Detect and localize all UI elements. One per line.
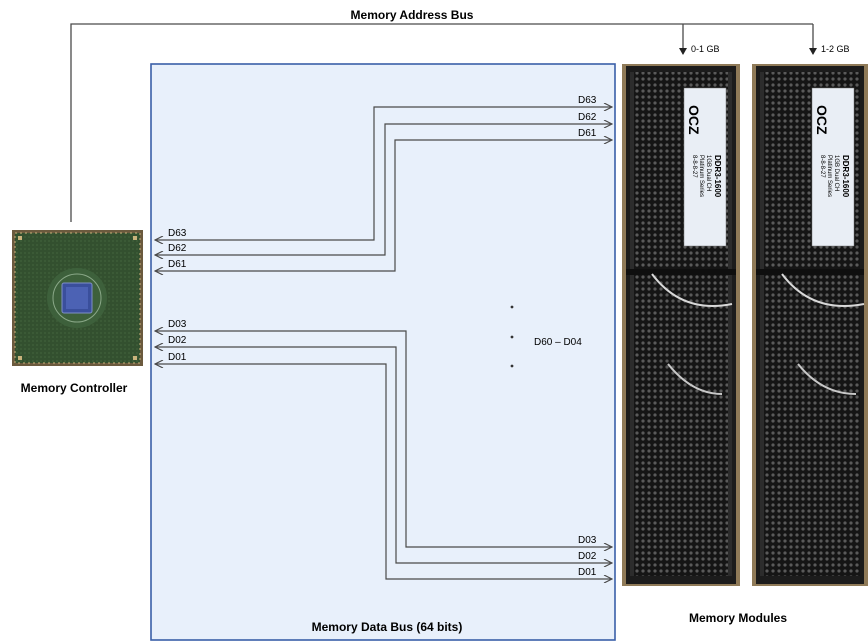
memory-controller-chip <box>12 230 143 366</box>
signal-label: D63 <box>578 95 597 106</box>
module-desc: 1GB Dual CH <box>705 155 711 191</box>
module-desc: Platinum Series <box>826 155 832 197</box>
module-range-label: 0-1 GB <box>691 44 720 54</box>
signal-label: D03 <box>168 319 187 330</box>
memory-module: OCZ DDR3-1600 1GB Dual CH Platinum Serie… <box>752 64 868 586</box>
signal-label: D62 <box>578 112 597 123</box>
signal-label: D02 <box>578 551 597 562</box>
address-bus-label: Memory Address Bus <box>351 8 474 22</box>
module-desc: 1GB Dual CH <box>833 155 839 191</box>
arrow-down-icon <box>679 48 687 55</box>
arrow-down-icon <box>809 48 817 55</box>
memory-module: OCZ DDR3-1600 1GB Dual CH Platinum Serie… <box>622 64 740 586</box>
memory-modules-label: Memory Modules <box>689 611 787 625</box>
module-range-label: 1-2 GB <box>821 44 850 54</box>
module-timing: 8-8-8-27 <box>691 155 697 178</box>
signal-label: D61 <box>578 128 597 139</box>
signal-label: D03 <box>578 535 597 546</box>
signal-label: D01 <box>168 352 187 363</box>
signal-label: D61 <box>168 259 187 270</box>
module-brand: OCZ <box>686 105 702 135</box>
middle-signal-range-label: D60 – D04 <box>534 337 582 348</box>
data-bus-panel <box>151 64 615 640</box>
module-desc: Platinum Series <box>698 155 704 197</box>
module-timing: 8-8-8-27 <box>819 155 825 178</box>
signal-label: D02 <box>168 335 187 346</box>
signal-label: D62 <box>168 243 187 254</box>
module-model: DDR3-1600 <box>841 155 850 198</box>
signal-label: D63 <box>168 228 187 239</box>
module-model: DDR3-1600 <box>713 155 722 198</box>
memory-controller-label: Memory Controller <box>21 381 128 395</box>
module-brand: OCZ <box>814 105 830 135</box>
data-bus-label: Memory Data Bus (64 bits) <box>312 620 463 634</box>
signal-label: D01 <box>578 567 597 578</box>
